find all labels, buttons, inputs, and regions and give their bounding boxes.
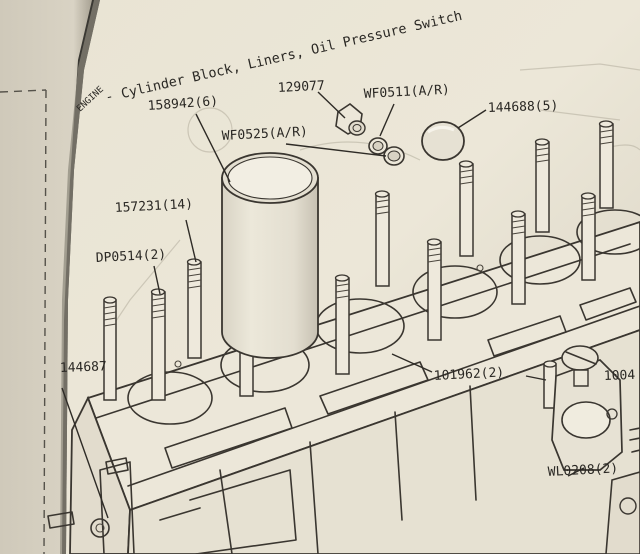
callout-1004: 1004 xyxy=(604,368,636,384)
stud xyxy=(374,190,390,287)
front-plug xyxy=(90,518,110,538)
cylinder-liner xyxy=(221,152,319,359)
block-ribs xyxy=(159,385,477,554)
stud xyxy=(103,296,117,401)
cylinder-head-studs xyxy=(103,120,614,409)
left-page xyxy=(0,0,92,554)
callout-wl0208: WL0208(2) xyxy=(547,461,618,480)
stud xyxy=(150,288,166,401)
stud xyxy=(186,258,202,359)
cylinder-bores xyxy=(127,209,640,425)
stud xyxy=(426,238,442,341)
callout-wf0511: WF0511(A/R) xyxy=(363,83,450,102)
stud xyxy=(598,120,614,209)
callout-dp0514: DP0514(2) xyxy=(95,247,166,266)
stud xyxy=(543,360,557,409)
core-plug xyxy=(421,121,465,161)
callout-158942: 158942(6) xyxy=(147,94,218,114)
left-page-dashed-corner xyxy=(0,89,47,93)
oil-switch-housing xyxy=(551,345,640,554)
callout-157231: 157231(14) xyxy=(114,197,193,216)
bore-1 xyxy=(127,371,213,425)
left-page-dashed-border xyxy=(43,89,47,554)
callout-129077: 129077 xyxy=(277,79,325,96)
callout-101962: 101962(2) xyxy=(433,365,504,384)
bore-6 xyxy=(576,209,640,255)
page-gutter-shadow xyxy=(60,0,100,554)
stud xyxy=(334,274,350,375)
cylinder-block xyxy=(47,209,640,554)
callout-144688: 144688(5) xyxy=(488,99,559,116)
callout-labels: 129077 WF0511(A/R) 144688(5) 158942(6) W… xyxy=(60,79,636,480)
stud xyxy=(458,160,474,257)
stud xyxy=(510,210,526,305)
bore-5 xyxy=(499,235,581,285)
callout-wf0525: WF0525(A/R) xyxy=(221,125,308,144)
oil-pressure-switch xyxy=(335,103,366,136)
bore-4 xyxy=(412,265,498,319)
leader-lines xyxy=(61,91,585,519)
front-plate xyxy=(99,461,135,554)
stud xyxy=(534,138,550,233)
callout-144687: 144687 xyxy=(60,359,107,376)
water-jacket-slots xyxy=(164,287,637,469)
sealing-washers xyxy=(368,137,405,166)
stud xyxy=(580,192,596,281)
